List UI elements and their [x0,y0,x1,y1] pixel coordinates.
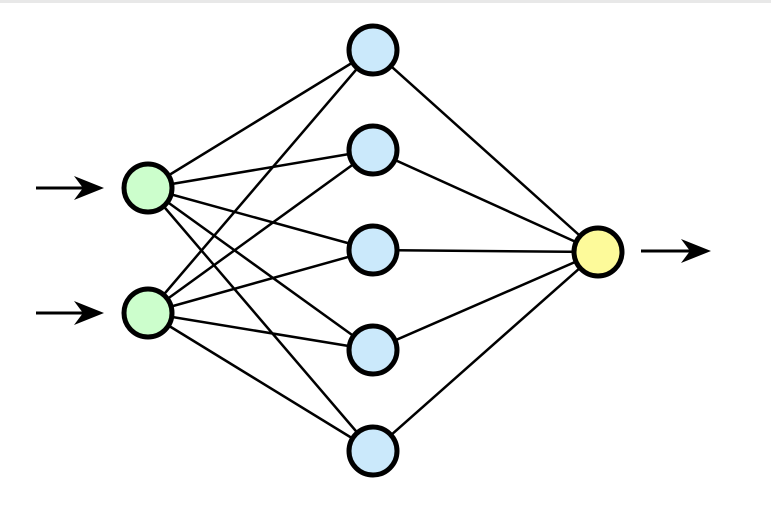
edge-input-node-2-to-hidden-node-1 [147,49,374,314]
input-node-2 [121,286,175,340]
hidden-node-1 [346,23,400,77]
edge-input-node-1-to-hidden-node-1 [147,48,374,190]
edge-hidden-node-5-to-output-node-1 [372,251,599,452]
edge-input-node-2-to-hidden-node-2 [147,148,374,315]
input-node-1 [121,161,175,215]
edge-input-node-2-to-hidden-node-3 [147,248,374,315]
edge-input-node-1-to-hidden-node-3 [147,186,374,252]
edge-input-node-1-to-hidden-node-5 [147,187,374,452]
edge-hidden-node-4-to-output-node-1 [372,250,599,352]
edge-input-node-1-to-hidden-node-4 [147,186,374,352]
edge-hidden-node-2-to-output-node-1 [372,148,599,254]
edge-hidden-node-1-to-output-node-1 [372,49,599,253]
hidden-node-4 [346,323,400,377]
output-arrow-1-head-icon [681,239,711,263]
hidden-node-2 [346,123,400,177]
edge-hidden-node-3-to-output-node-1 [372,248,599,254]
input-arrow-2-head-icon [74,301,104,325]
edge-input-node-2-to-hidden-node-4 [147,311,374,352]
hidden-node-5 [346,424,400,478]
input-arrow-1-head-icon [74,176,104,200]
hidden-node-3 [346,223,400,277]
output-node-1 [571,225,625,279]
edge-input-node-1-to-hidden-node-2 [147,148,374,190]
top-border-strip [0,0,771,3]
edge-input-node-2-to-hidden-node-5 [147,311,374,453]
